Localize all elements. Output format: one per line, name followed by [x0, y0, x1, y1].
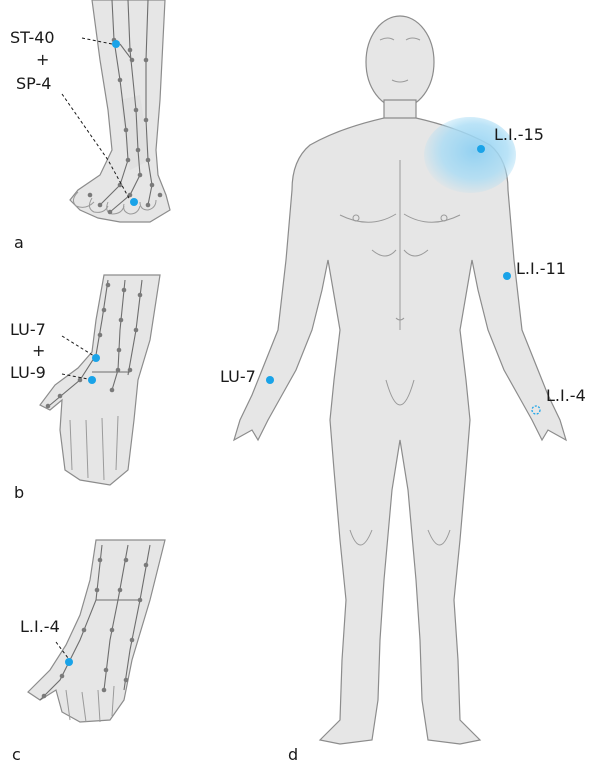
panel-b-hand	[40, 275, 160, 485]
acupoint-st40	[112, 40, 120, 48]
acupoint-lu7-d	[266, 376, 274, 384]
label-sp4: SP-4	[16, 74, 51, 93]
panel-a-foot	[62, 0, 170, 222]
panel-letter-c: c	[12, 745, 21, 764]
acupoint-sp4	[130, 198, 138, 206]
panel-letter-a: a	[14, 233, 24, 252]
panel-letter-d: d	[288, 745, 298, 764]
acupoint-lu9	[88, 376, 96, 384]
acupoint-li15	[477, 145, 485, 153]
label-li15: L.I.-15	[494, 125, 544, 144]
label-li4-c: L.I.-4	[20, 617, 60, 636]
acupoint-li11	[503, 272, 511, 280]
panel-letter-b: b	[14, 483, 24, 502]
label-lu7-d: LU-7	[220, 367, 256, 386]
acupoint-li4-c	[65, 658, 73, 666]
label-plus-b: +	[32, 341, 45, 360]
acupoint-lu7-b	[92, 354, 100, 362]
label-li11: L.I.-11	[516, 259, 566, 278]
label-plus-a: +	[36, 50, 49, 69]
label-lu7-b: LU-7	[10, 320, 46, 339]
label-li4-d: L.I.-4	[546, 386, 586, 405]
label-lu9: LU-9	[10, 363, 46, 382]
label-st40: ST-40	[10, 28, 55, 47]
